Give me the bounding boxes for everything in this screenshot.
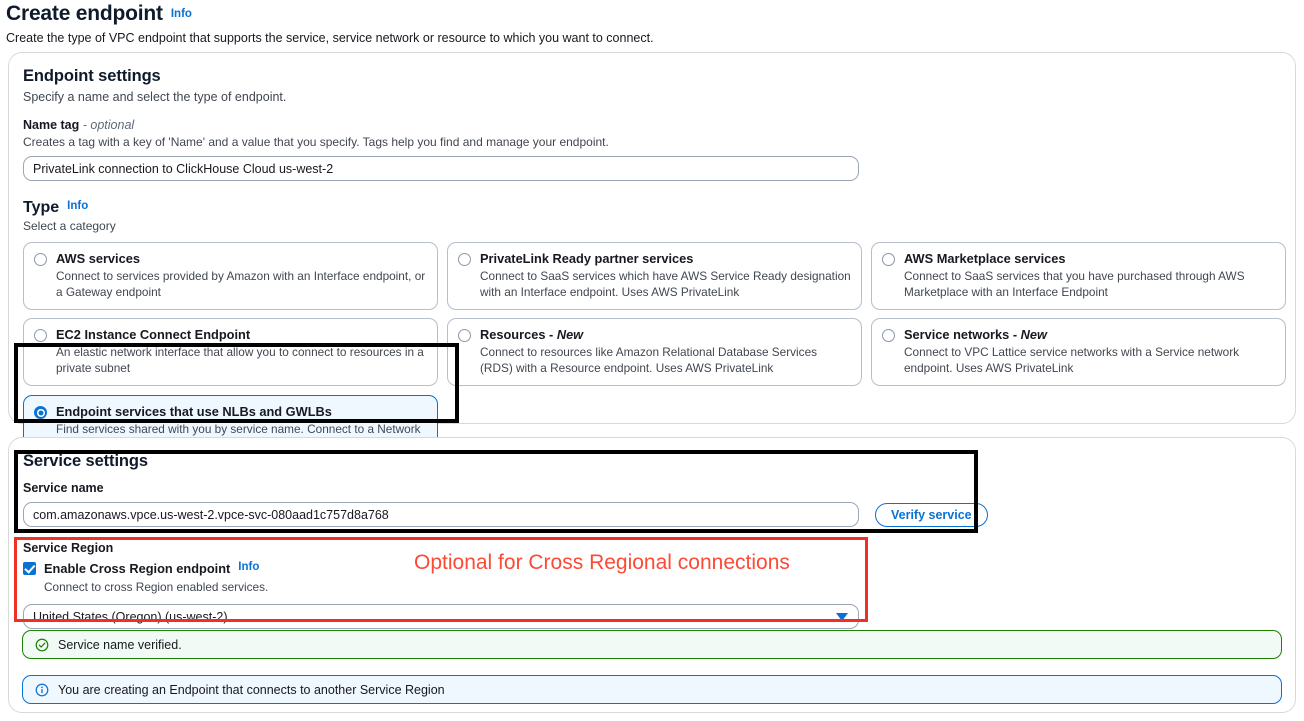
- type-option-ec2-instance-connect-endpoint[interactable]: EC2 Instance Connect Endpoint An elastic…: [23, 318, 438, 387]
- success-alert: Service name verified.: [22, 630, 1282, 659]
- cross-region-checkbox-label-wrap: Enable Cross Region endpoint Info: [44, 560, 268, 578]
- name-tag-description: Creates a tag with a key of 'Name' and a…: [23, 135, 609, 149]
- check-circle-icon: [35, 638, 49, 651]
- option-title-text: Service networks -: [904, 327, 1021, 343]
- radio-icon[interactable]: [34, 329, 47, 343]
- service-region-label: Service Region: [23, 541, 114, 555]
- option-description: Connect to resources like Amazon Relatio…: [480, 345, 818, 375]
- option-description: Connect to SaaS services that you have p…: [904, 268, 1245, 299]
- chevron-down-icon[interactable]: [836, 612, 848, 621]
- info-alert-text: You are creating an Endpoint that connec…: [58, 682, 445, 697]
- option-title: AWS services: [56, 251, 140, 266]
- name-tag-value: PrivateLink connection to ClickHouse Clo…: [33, 161, 334, 176]
- option-title: EC2 Instance Connect Endpoint: [56, 327, 251, 343]
- service-settings-panel: Service settings Service name com.amazon…: [8, 437, 1296, 713]
- type-option-privatelink-ready-partner-services[interactable]: PrivateLink Ready partner services Conne…: [447, 242, 862, 311]
- type-option-resources[interactable]: Resources - New Connect to resources lik…: [447, 318, 862, 387]
- type-label: Type: [23, 199, 60, 216]
- page-info-link[interactable]: Info: [170, 8, 192, 20]
- option-title: Resources - New: [480, 327, 851, 343]
- cross-region-checkbox-description: Connect to cross Region enabled services…: [44, 580, 269, 594]
- radio-icon[interactable]: [458, 329, 471, 343]
- type-option-aws-marketplace-services[interactable]: AWS Marketplace services Connect to SaaS…: [871, 242, 1286, 311]
- option-new-badge: New: [1020, 327, 1047, 343]
- endpoint-settings-title: Endpoint settings: [23, 67, 161, 85]
- type-info-link[interactable]: Info: [67, 200, 89, 212]
- option-description: An elastic network interface that allow …: [56, 345, 424, 375]
- service-name-label: Service name: [23, 481, 104, 495]
- endpoint-settings-panel: Endpoint settings Specify a name and sel…: [8, 52, 1296, 495]
- option-title: AWS Marketplace services: [904, 251, 1066, 266]
- type-option-grid: AWS services Connect to services provide…: [23, 242, 1286, 387]
- service-region-select[interactable]: United States (Oregon) (us-west-2): [23, 604, 859, 629]
- option-title: PrivateLink Ready partner services: [480, 251, 694, 266]
- info-alert: You are creating an Endpoint that connec…: [22, 675, 1282, 704]
- type-description: Select a category: [23, 219, 116, 233]
- name-tag-optional: - optional: [82, 118, 135, 132]
- option-description: Connect to VPC Lattice service networks …: [904, 345, 1240, 375]
- name-tag-label: Name tag - optional: [23, 118, 1281, 132]
- cross-region-info-link[interactable]: Info: [238, 561, 260, 573]
- option-description: Connect to services provided by Amazon w…: [56, 268, 426, 299]
- option-title: Endpoint services that use NLBs and GWLB…: [56, 404, 332, 420]
- option-new-badge: New: [556, 327, 584, 343]
- radio-icon[interactable]: [882, 329, 895, 343]
- verify-service-button[interactable]: Verify service: [875, 502, 988, 527]
- radio-icon[interactable]: [458, 253, 471, 266]
- option-description: Connect to SaaS services which have AWS …: [480, 268, 851, 299]
- service-settings-title: Service settings: [23, 452, 148, 470]
- name-tag-label-text: Name tag: [23, 118, 80, 132]
- option-title: Service networks - New: [904, 327, 1275, 343]
- radio-icon[interactable]: [34, 253, 47, 266]
- name-tag-input[interactable]: PrivateLink connection to ClickHouse Clo…: [23, 156, 859, 181]
- checkbox-icon[interactable]: [23, 562, 36, 575]
- annotation-note-cross-region: Optional for Cross Regional connections: [414, 551, 790, 574]
- endpoint-settings-subtitle: Specify a name and select the type of en…: [23, 90, 287, 104]
- service-name-row: com.amazonaws.vpce.us-west-2.vpce-svc-08…: [23, 502, 1281, 527]
- page-title: Create endpoint: [6, 2, 163, 25]
- type-option-aws-services[interactable]: AWS services Connect to services provide…: [23, 242, 438, 311]
- page-subtitle: Create the type of VPC endpoint that sup…: [6, 31, 654, 45]
- cross-region-checkbox-row[interactable]: Enable Cross Region endpoint Info Connect…: [23, 560, 1281, 594]
- service-name-value: com.amazonaws.vpce.us-west-2.vpce-svc-08…: [33, 507, 389, 522]
- option-title-text: Resources -: [480, 327, 557, 343]
- page-header: Create endpoint Info Create the type of V…: [0, 0, 1304, 45]
- cross-region-checkbox-label: Enable Cross Region endpoint: [44, 561, 231, 576]
- service-region-selected-value: United States (Oregon) (us-west-2): [33, 609, 228, 624]
- radio-icon[interactable]: [882, 253, 895, 266]
- success-alert-text: Service name verified.: [58, 637, 182, 652]
- radio-icon-selected[interactable]: [34, 406, 47, 420]
- service-name-input[interactable]: com.amazonaws.vpce.us-west-2.vpce-svc-08…: [23, 502, 859, 527]
- type-option-service-networks[interactable]: Service networks - New Connect to VPC La…: [871, 318, 1286, 387]
- info-circle-icon: [35, 683, 49, 696]
- type-header: Type Info Select a category: [23, 199, 1281, 233]
